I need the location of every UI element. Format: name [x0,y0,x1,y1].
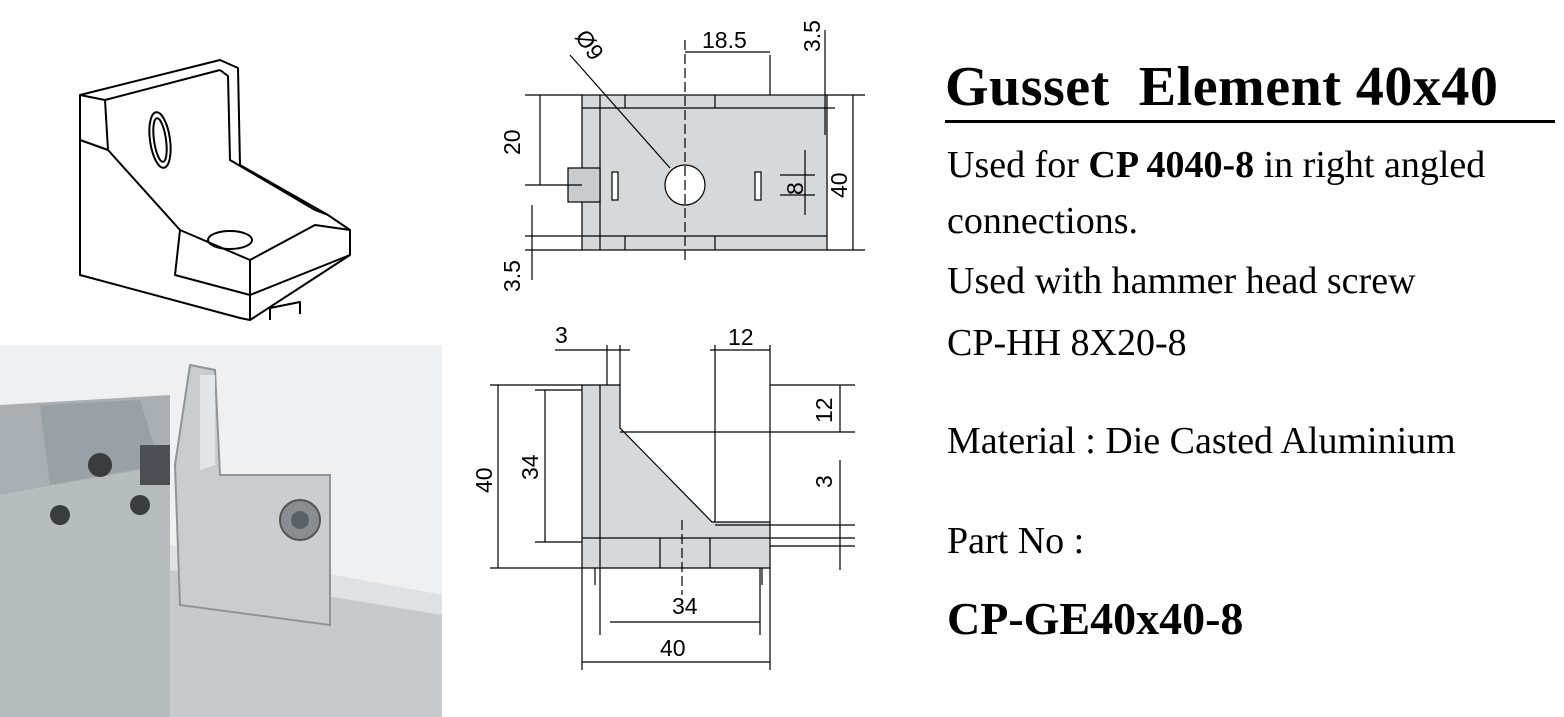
dim-top-right: 3.5 [799,20,825,52]
description-line-4: CP-HH 8X20-8 [947,322,1187,364]
dim-left-lower: 3.5 [499,260,525,292]
material-text: Material : Die Casted Aluminium [947,420,1456,462]
dim-top-right: 12 [728,324,754,350]
gusset-mounted-photo [0,345,442,717]
dim-top-left: 3 [555,322,568,348]
description-line-2: connections. [947,200,1139,242]
part-no-label: Part No : [947,520,1085,562]
description-prefix: Used for [947,144,1089,186]
dim-height: 40 [826,172,852,198]
profile-code: CP 4040-8 [1088,144,1255,186]
dim-slot-width: 8 [782,182,808,195]
dim-hole-diameter: Ø9 [570,25,609,65]
description-suffix: in right angled [1254,144,1486,186]
dim-right-upper: 12 [811,397,837,423]
dim-bottom-inner: 34 [672,593,698,619]
product-title: Gusset Element 40x40 [945,56,1499,118]
dim-left-upper: 20 [499,129,525,155]
part-number: CP-GE40x40-8 [947,593,1244,644]
dim-left-inner: 34 [517,454,543,480]
dim-top-width: 18.5 [702,27,747,53]
side-view-drawing: 3 12 12 3 40 34 34 40 [471,322,855,670]
gusset-isometric-drawing [79,59,351,321]
description-line-3: Used with hammer head screw [947,260,1416,302]
dim-right-lower: 3 [811,475,837,488]
description-line-1: Used for CP 4040-8 in right angled [947,146,1485,184]
dim-bottom-outer: 40 [660,635,686,661]
title-underline [945,120,1555,123]
dim-left-outer: 40 [471,467,497,493]
front-view-drawing: 18.5 3.5 Ø9 20 3.5 8 40 [499,20,865,292]
